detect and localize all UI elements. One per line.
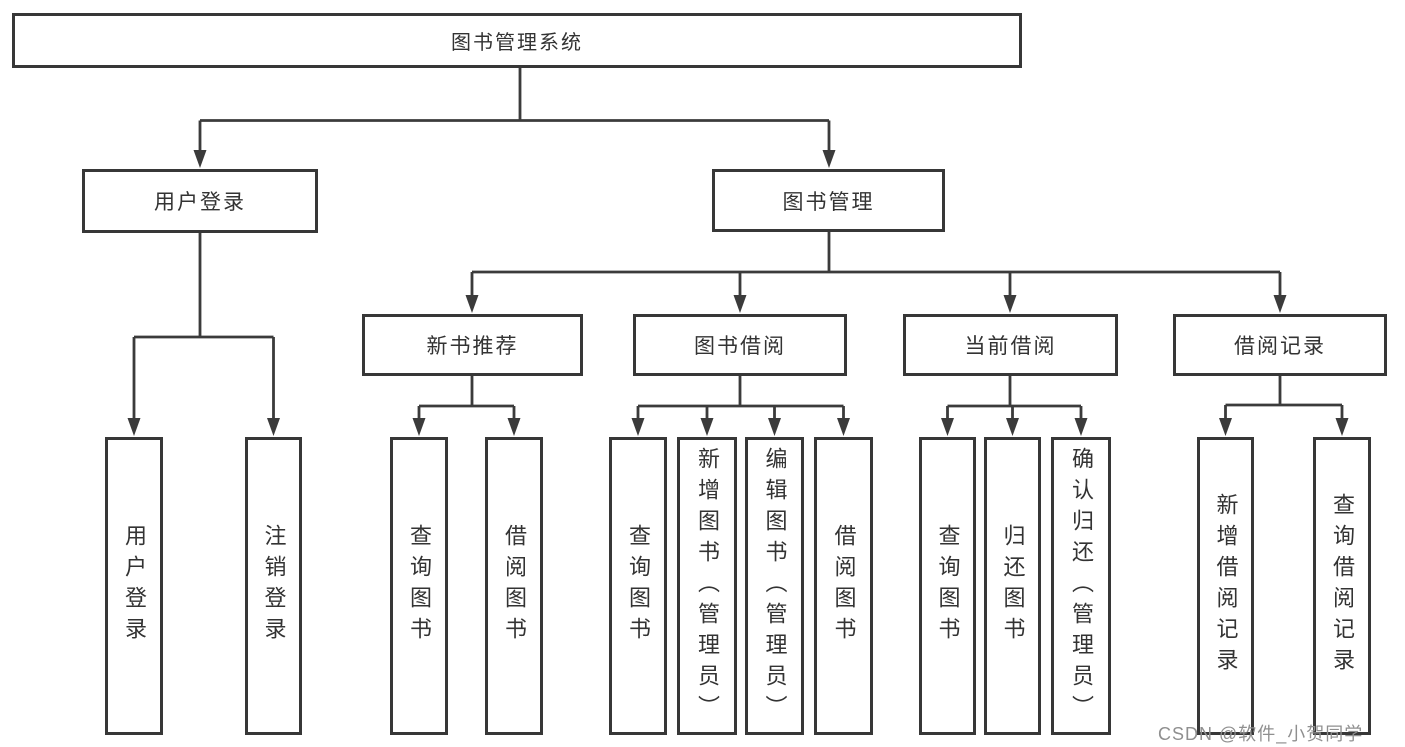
leaf-logout: 注销登录 bbox=[245, 437, 302, 735]
leaf-borrow-books-newbook: 借阅图书 bbox=[485, 437, 543, 735]
node-book-borrow: 图书借阅 bbox=[633, 314, 847, 376]
node-borrow-records: 借阅记录 bbox=[1173, 314, 1387, 376]
leaf-query-books-borrow-label: 查询图书 bbox=[626, 524, 651, 648]
leaf-query-books-newbook-label: 查询图书 bbox=[407, 524, 432, 648]
leaf-edit-book-admin: 编辑图书（管理员） bbox=[745, 437, 804, 735]
leaf-add-book-admin: 新增图书（管理员） bbox=[677, 437, 737, 735]
node-library-system: 图书管理系统 bbox=[12, 13, 1022, 68]
leaf-confirm-return-admin: 确认归还（管理员） bbox=[1051, 437, 1111, 735]
connector-borrow-records-children bbox=[1219, 376, 1349, 436]
connector-new-book-children bbox=[412, 376, 521, 436]
connector-book-management-children bbox=[465, 232, 1287, 313]
leaf-query-borrow-record-label: 查询借阅记录 bbox=[1330, 493, 1355, 679]
leaf-add-book-admin-label: 新增图书（管理员） bbox=[695, 446, 720, 726]
leaf-query-books-current-label: 查询图书 bbox=[935, 524, 961, 648]
connector-user-login-children bbox=[127, 233, 280, 436]
connector-root-to-level2 bbox=[193, 68, 836, 168]
connector-current-borrow-children bbox=[941, 376, 1088, 436]
leaf-borrow-books-borrow: 借阅图书 bbox=[814, 437, 873, 735]
node-book-management: 图书管理 bbox=[712, 169, 945, 232]
node-current-borrow: 当前借阅 bbox=[903, 314, 1118, 376]
leaf-query-books-newbook: 查询图书 bbox=[390, 437, 448, 735]
leaf-borrow-books-borrow-label: 借阅图书 bbox=[831, 524, 857, 648]
leaf-query-books-current: 查询图书 bbox=[919, 437, 976, 735]
leaf-user-login: 用户登录 bbox=[105, 437, 163, 735]
leaf-add-borrow-record: 新增借阅记录 bbox=[1197, 437, 1254, 735]
leaf-return-book-label: 归还图书 bbox=[1000, 524, 1026, 648]
node-new-book-recommend: 新书推荐 bbox=[362, 314, 583, 376]
leaf-add-borrow-record-label: 新增借阅记录 bbox=[1213, 493, 1239, 679]
node-user-login: 用户登录 bbox=[82, 169, 318, 233]
leaf-edit-book-admin-label: 编辑图书（管理员） bbox=[762, 446, 788, 726]
connector-book-borrow-children bbox=[631, 376, 850, 436]
leaf-return-book: 归还图书 bbox=[984, 437, 1041, 735]
leaf-logout-label: 注销登录 bbox=[261, 524, 287, 648]
leaf-query-books-borrow: 查询图书 bbox=[609, 437, 667, 735]
leaf-user-login-label: 用户登录 bbox=[122, 524, 147, 648]
leaf-confirm-return-admin-label: 确认归还（管理员） bbox=[1069, 446, 1094, 726]
leaf-query-borrow-record: 查询借阅记录 bbox=[1313, 437, 1371, 735]
csdn-watermark: CSDN @软件_小贺同学 bbox=[1158, 724, 1364, 744]
leaf-borrow-books-newbook-label: 借阅图书 bbox=[502, 524, 527, 648]
